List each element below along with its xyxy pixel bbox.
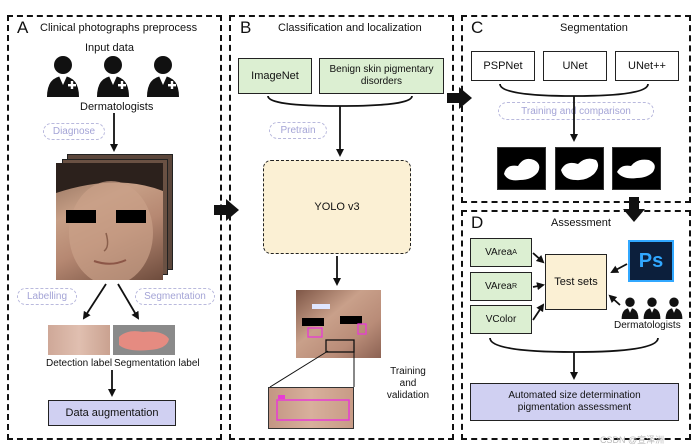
segmentation-mask-2	[555, 147, 604, 190]
watermark: CSDN @宣泽洲	[600, 435, 665, 445]
varea-a-subscript: A	[512, 248, 517, 256]
detection-label-thumbnail	[48, 325, 110, 355]
panel-d	[461, 210, 691, 440]
dermatologist-small-icon-2	[643, 297, 661, 319]
face-drawing	[56, 163, 163, 280]
yolo-v3-box: YOLO v3	[263, 160, 411, 254]
segmentation-mask-1	[497, 147, 546, 190]
dermatologist-icon-3	[147, 56, 179, 97]
panel-a	[7, 15, 222, 440]
segmentation-label-thumbnail	[113, 325, 175, 355]
panel-d-letter: D	[471, 213, 484, 232]
panel-c-title: Segmentation	[560, 22, 628, 34]
dermatologists-label-a: Dermatologists	[80, 101, 154, 113]
detection-result-photo	[296, 290, 381, 358]
training-comparison-pill: Training and comparison	[498, 102, 654, 120]
panel-c	[461, 15, 691, 203]
unet-box: UNet	[543, 51, 607, 81]
panel-a-title: Clinical photographs preprocess	[40, 22, 198, 34]
arrow-c-to-d	[623, 197, 645, 222]
labelling-pill: Labelling	[17, 288, 77, 305]
varea-r-label: VArea	[484, 280, 512, 292]
diagnose-pill: Diagnose	[43, 123, 105, 140]
segmentation-mask-3	[612, 147, 661, 190]
panel-b-title: Classification and localization	[278, 22, 422, 34]
pretrain-pill: Pretrain	[269, 122, 327, 139]
detection-label-caption: Detection label	[46, 358, 113, 369]
arrow-a-to-b	[214, 199, 239, 221]
arrow-b-to-c	[447, 87, 472, 109]
imagenet-box: ImageNet	[238, 58, 312, 94]
photoshop-icon: Ps	[628, 240, 674, 282]
unetpp-box: UNet++	[615, 51, 679, 81]
face-photo	[56, 163, 163, 280]
segmentation-label-caption: Segmentation label	[114, 358, 200, 369]
varea-r-subscript: R	[512, 282, 518, 290]
panel-b-letter: B	[240, 18, 252, 37]
panel-b	[229, 15, 454, 440]
data-augmentation-box: Data augmentation	[48, 400, 176, 426]
vcolor-box: VColor	[470, 305, 532, 334]
segmentation-pill-a: Segmentation	[135, 288, 215, 305]
dermatologist-icon-2	[97, 56, 129, 97]
training-validation-label: Training and validation	[386, 366, 430, 401]
dermatologist-small-icon-1	[621, 297, 639, 319]
dermatologist-small-icon-3	[665, 297, 683, 319]
varea-a-label: VArea	[485, 246, 513, 258]
test-sets-box: Test sets	[545, 254, 607, 310]
dermatologists-label-d: Dermatologists	[614, 320, 681, 331]
benign-disorders-box: Benign skin pigmentary disorders	[319, 58, 444, 94]
panel-a-letter: A	[17, 18, 29, 37]
pspnet-box: PSPNet	[471, 51, 535, 81]
panel-d-title: Assessment	[551, 217, 611, 229]
input-data-label: Input data	[85, 42, 134, 54]
zoomed-lesion-crop	[268, 387, 354, 429]
panel-c-letter: C	[471, 18, 484, 37]
dermatologist-icon-1	[47, 56, 79, 97]
automated-assessment-box: Automated size determination pigmentatio…	[470, 383, 679, 421]
